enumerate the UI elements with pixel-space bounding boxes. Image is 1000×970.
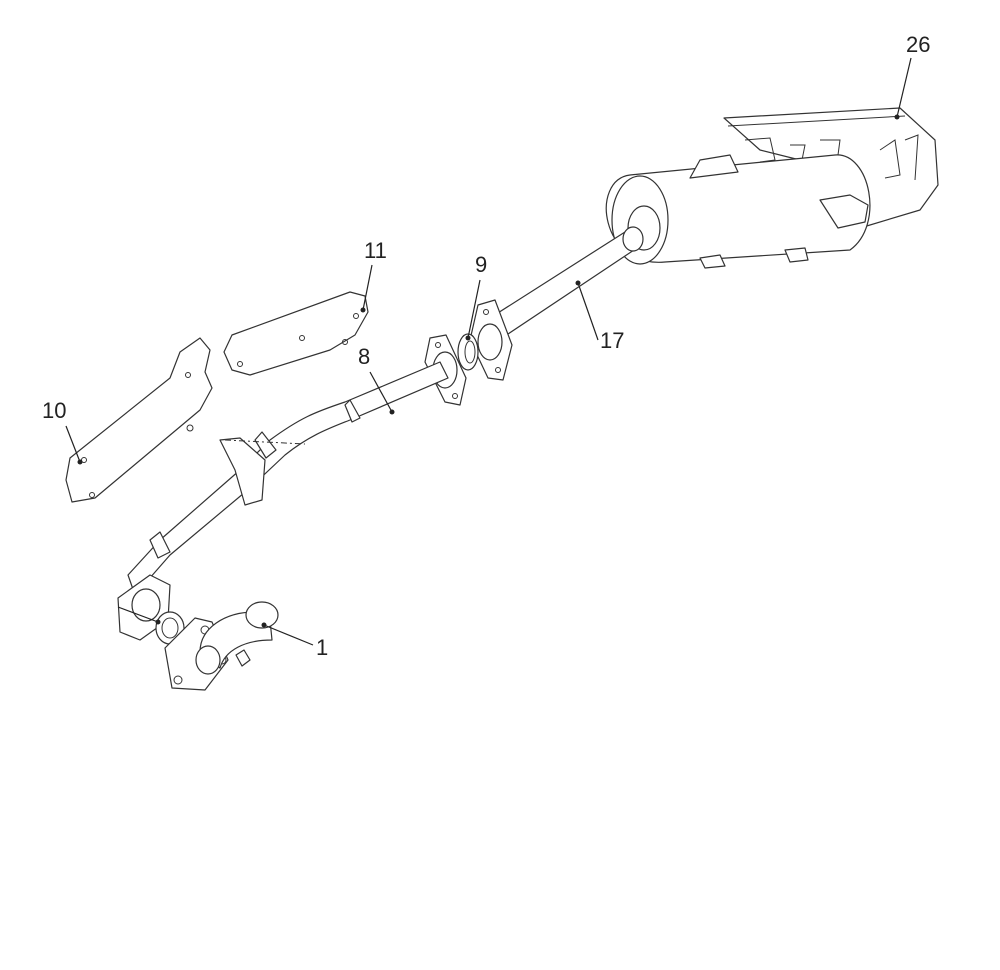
callout-8: 8 <box>358 344 370 369</box>
part-8-head-pipe <box>127 361 449 596</box>
callout-1: 1 <box>316 635 328 660</box>
part-1-exhaust-elbow <box>164 601 279 691</box>
part-9-gasket <box>457 333 479 371</box>
part-11-mid-heat-shield <box>223 291 369 376</box>
center-line <box>224 439 306 445</box>
muffler-canister <box>605 154 871 269</box>
callout-10: 10 <box>42 398 66 423</box>
callout-26: 26 <box>906 32 930 57</box>
callout-11: 11 <box>364 238 387 263</box>
callout-17: 17 <box>600 328 624 353</box>
callout-leaders <box>65 57 912 646</box>
callout-9: 9 <box>475 252 487 277</box>
rear-flange <box>469 299 513 381</box>
part-17-rear-pipe <box>489 226 644 337</box>
part-10-front-heat-shield <box>65 337 213 503</box>
